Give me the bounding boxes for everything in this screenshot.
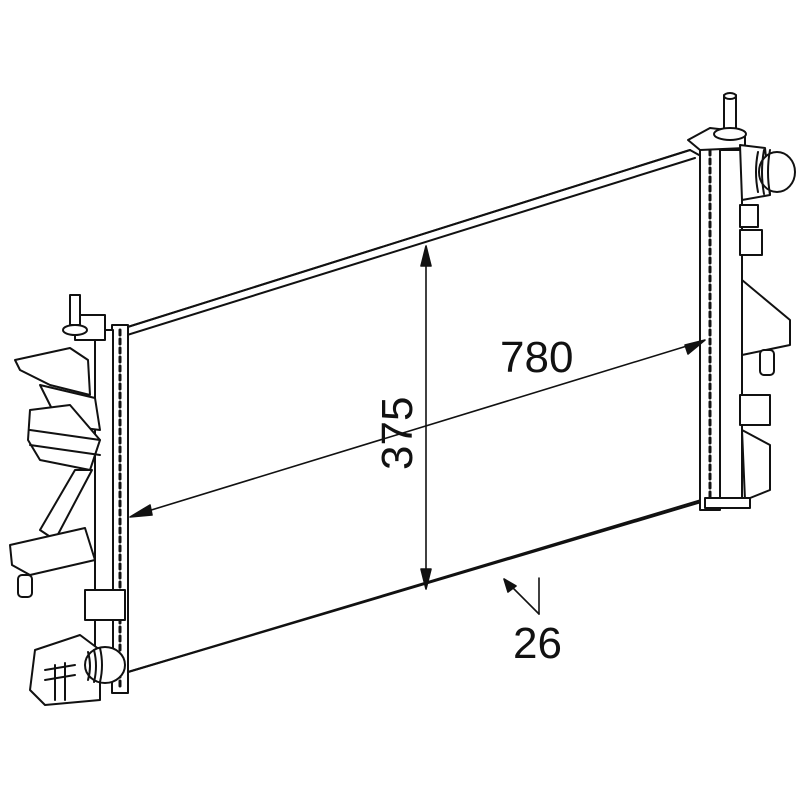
height-dimension-label: 375 <box>373 396 422 470</box>
right-tank <box>687 92 796 511</box>
callout-leader <box>503 577 540 615</box>
left-tank <box>9 294 129 706</box>
callout-label: 26 <box>513 619 562 668</box>
width-dimension-line <box>129 339 706 518</box>
width-dimension-label: 780 <box>500 333 574 382</box>
height-dimension-line <box>420 245 432 590</box>
